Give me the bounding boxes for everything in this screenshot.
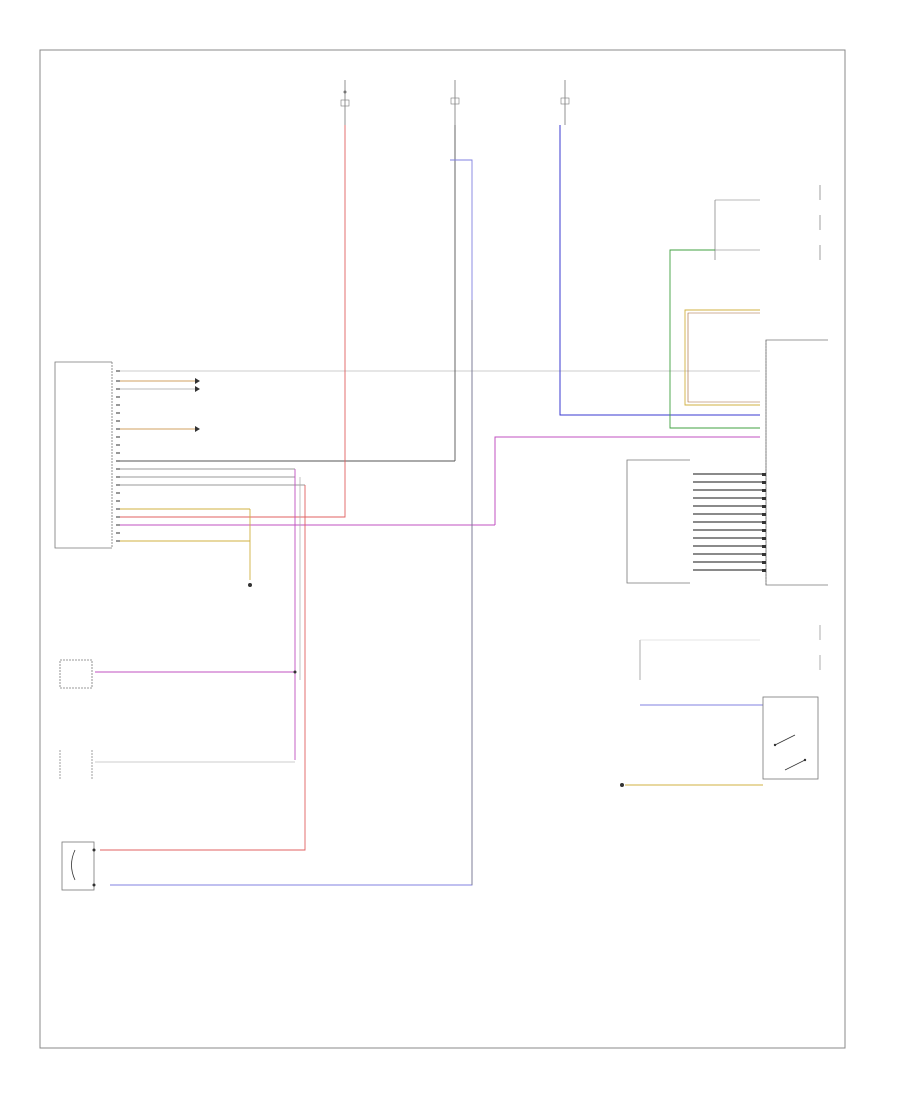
violet-can-wire — [494, 436, 760, 525]
yellow-brown-wire — [684, 309, 760, 406]
ground-symbol-tcm — [248, 509, 252, 587]
convenience-control-module — [59, 750, 295, 780]
selector-pins — [762, 473, 766, 572]
red-wire-down — [100, 485, 306, 851]
red-wire-feed-1 — [340, 125, 346, 518]
diagram-frame — [39, 49, 846, 1049]
selector-lever-sensor — [626, 459, 690, 584]
transmission-range-switch — [762, 696, 819, 780]
instrument-cluster — [714, 185, 821, 260]
power-feed-3 — [560, 80, 570, 125]
splice-arrows — [195, 378, 200, 432]
tcm-pins — [116, 370, 120, 542]
convenience-module-right — [639, 625, 821, 680]
ground-symbol-range-switch — [620, 783, 763, 787]
shift-lock-solenoid — [61, 841, 96, 891]
selector-lever-control-module — [765, 339, 828, 586]
power-feed-1 — [340, 80, 350, 125]
transmission-control-module — [54, 361, 113, 549]
green-wire — [669, 249, 760, 429]
tcm-wires — [120, 370, 760, 542]
lightblue-wire — [110, 159, 473, 886]
sensor-bus-wires — [693, 473, 762, 571]
engine-control-module — [59, 659, 297, 689]
brown-wire-inner — [687, 312, 760, 403]
power-feed-2 — [450, 80, 460, 125]
blue-wire-feed-3 — [559, 125, 760, 416]
